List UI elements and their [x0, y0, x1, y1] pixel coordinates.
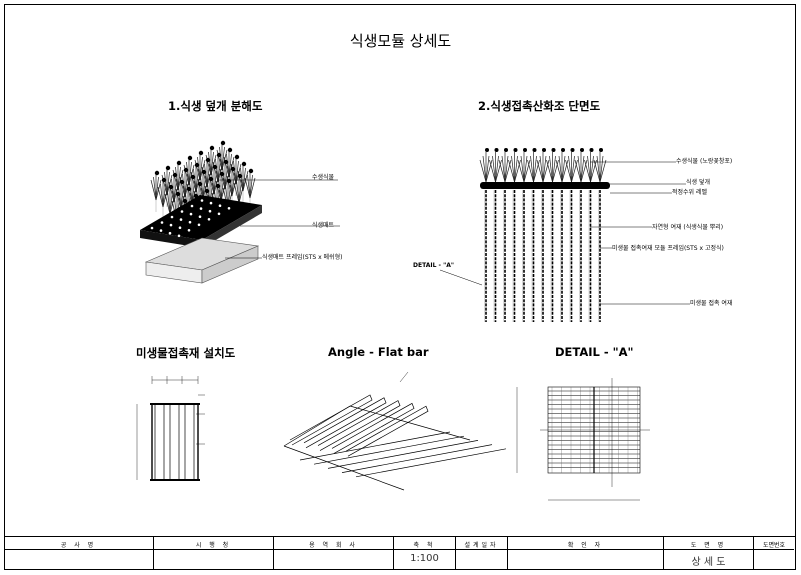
detail-a-drawing — [516, 378, 650, 501]
tank-plants-illustration — [479, 148, 607, 183]
tb-reviewer: 확 인 자 — [508, 537, 664, 569]
label-mat-frame: 식생매트 프레임(STS x 메쉬형) — [262, 254, 343, 261]
drawing-frame — [4, 4, 796, 570]
label-natural-media: 자연형 여재 (식생식물 뿌리) — [652, 224, 724, 231]
drawing-title: 식생모듈 상세도 — [349, 32, 452, 50]
tb-project: 공 사 명 — [4, 537, 154, 569]
cover-bar — [480, 182, 610, 189]
drawing-name-value: 상 세 도 — [691, 557, 726, 568]
label-contact-media: 미생물 접촉 여재 — [690, 300, 733, 307]
section-title-angle-flatbar: Angle - Flat bar — [328, 345, 429, 359]
angle-flatbar-drawing — [283, 371, 507, 491]
section-title-media-install: 미생물접촉재 설치도 — [136, 346, 236, 360]
label-vegetation-cover: 식생 덮개 — [686, 179, 710, 186]
label-vegetation-mat: 식생매트 — [312, 222, 335, 229]
label-aquatic-plants: 수생식물 — [312, 174, 335, 181]
section-title-cover-exploded: 1.식생 덮개 분해도 — [168, 99, 263, 113]
label-aquatic-plants-iris: 수생식물 (노랑꽃창포) — [676, 158, 733, 165]
label-module-frame: 미생물 접촉여재 모듈 프레임(STS x 고정식) — [612, 245, 724, 252]
tb-agency: 시 행 청 — [154, 537, 274, 569]
section-title-detail-a: DETAIL - "A" — [555, 345, 634, 359]
tb-design-date: 설계일자 — [456, 537, 508, 569]
media-install-drawing — [136, 376, 205, 481]
label-detail-a-callout: DETAIL - "A" — [413, 262, 454, 269]
tb-drawing-number: 도면번호 — [754, 537, 794, 569]
tb-company: 용 역 회 사 — [274, 537, 394, 569]
scale-value: 1:100 — [410, 553, 439, 564]
section-title-contact-tank: 2.식생접촉산화조 단면도 — [478, 99, 601, 113]
label-water-level: 적정수위 레벨 — [672, 189, 708, 196]
media-columns — [484, 190, 601, 322]
